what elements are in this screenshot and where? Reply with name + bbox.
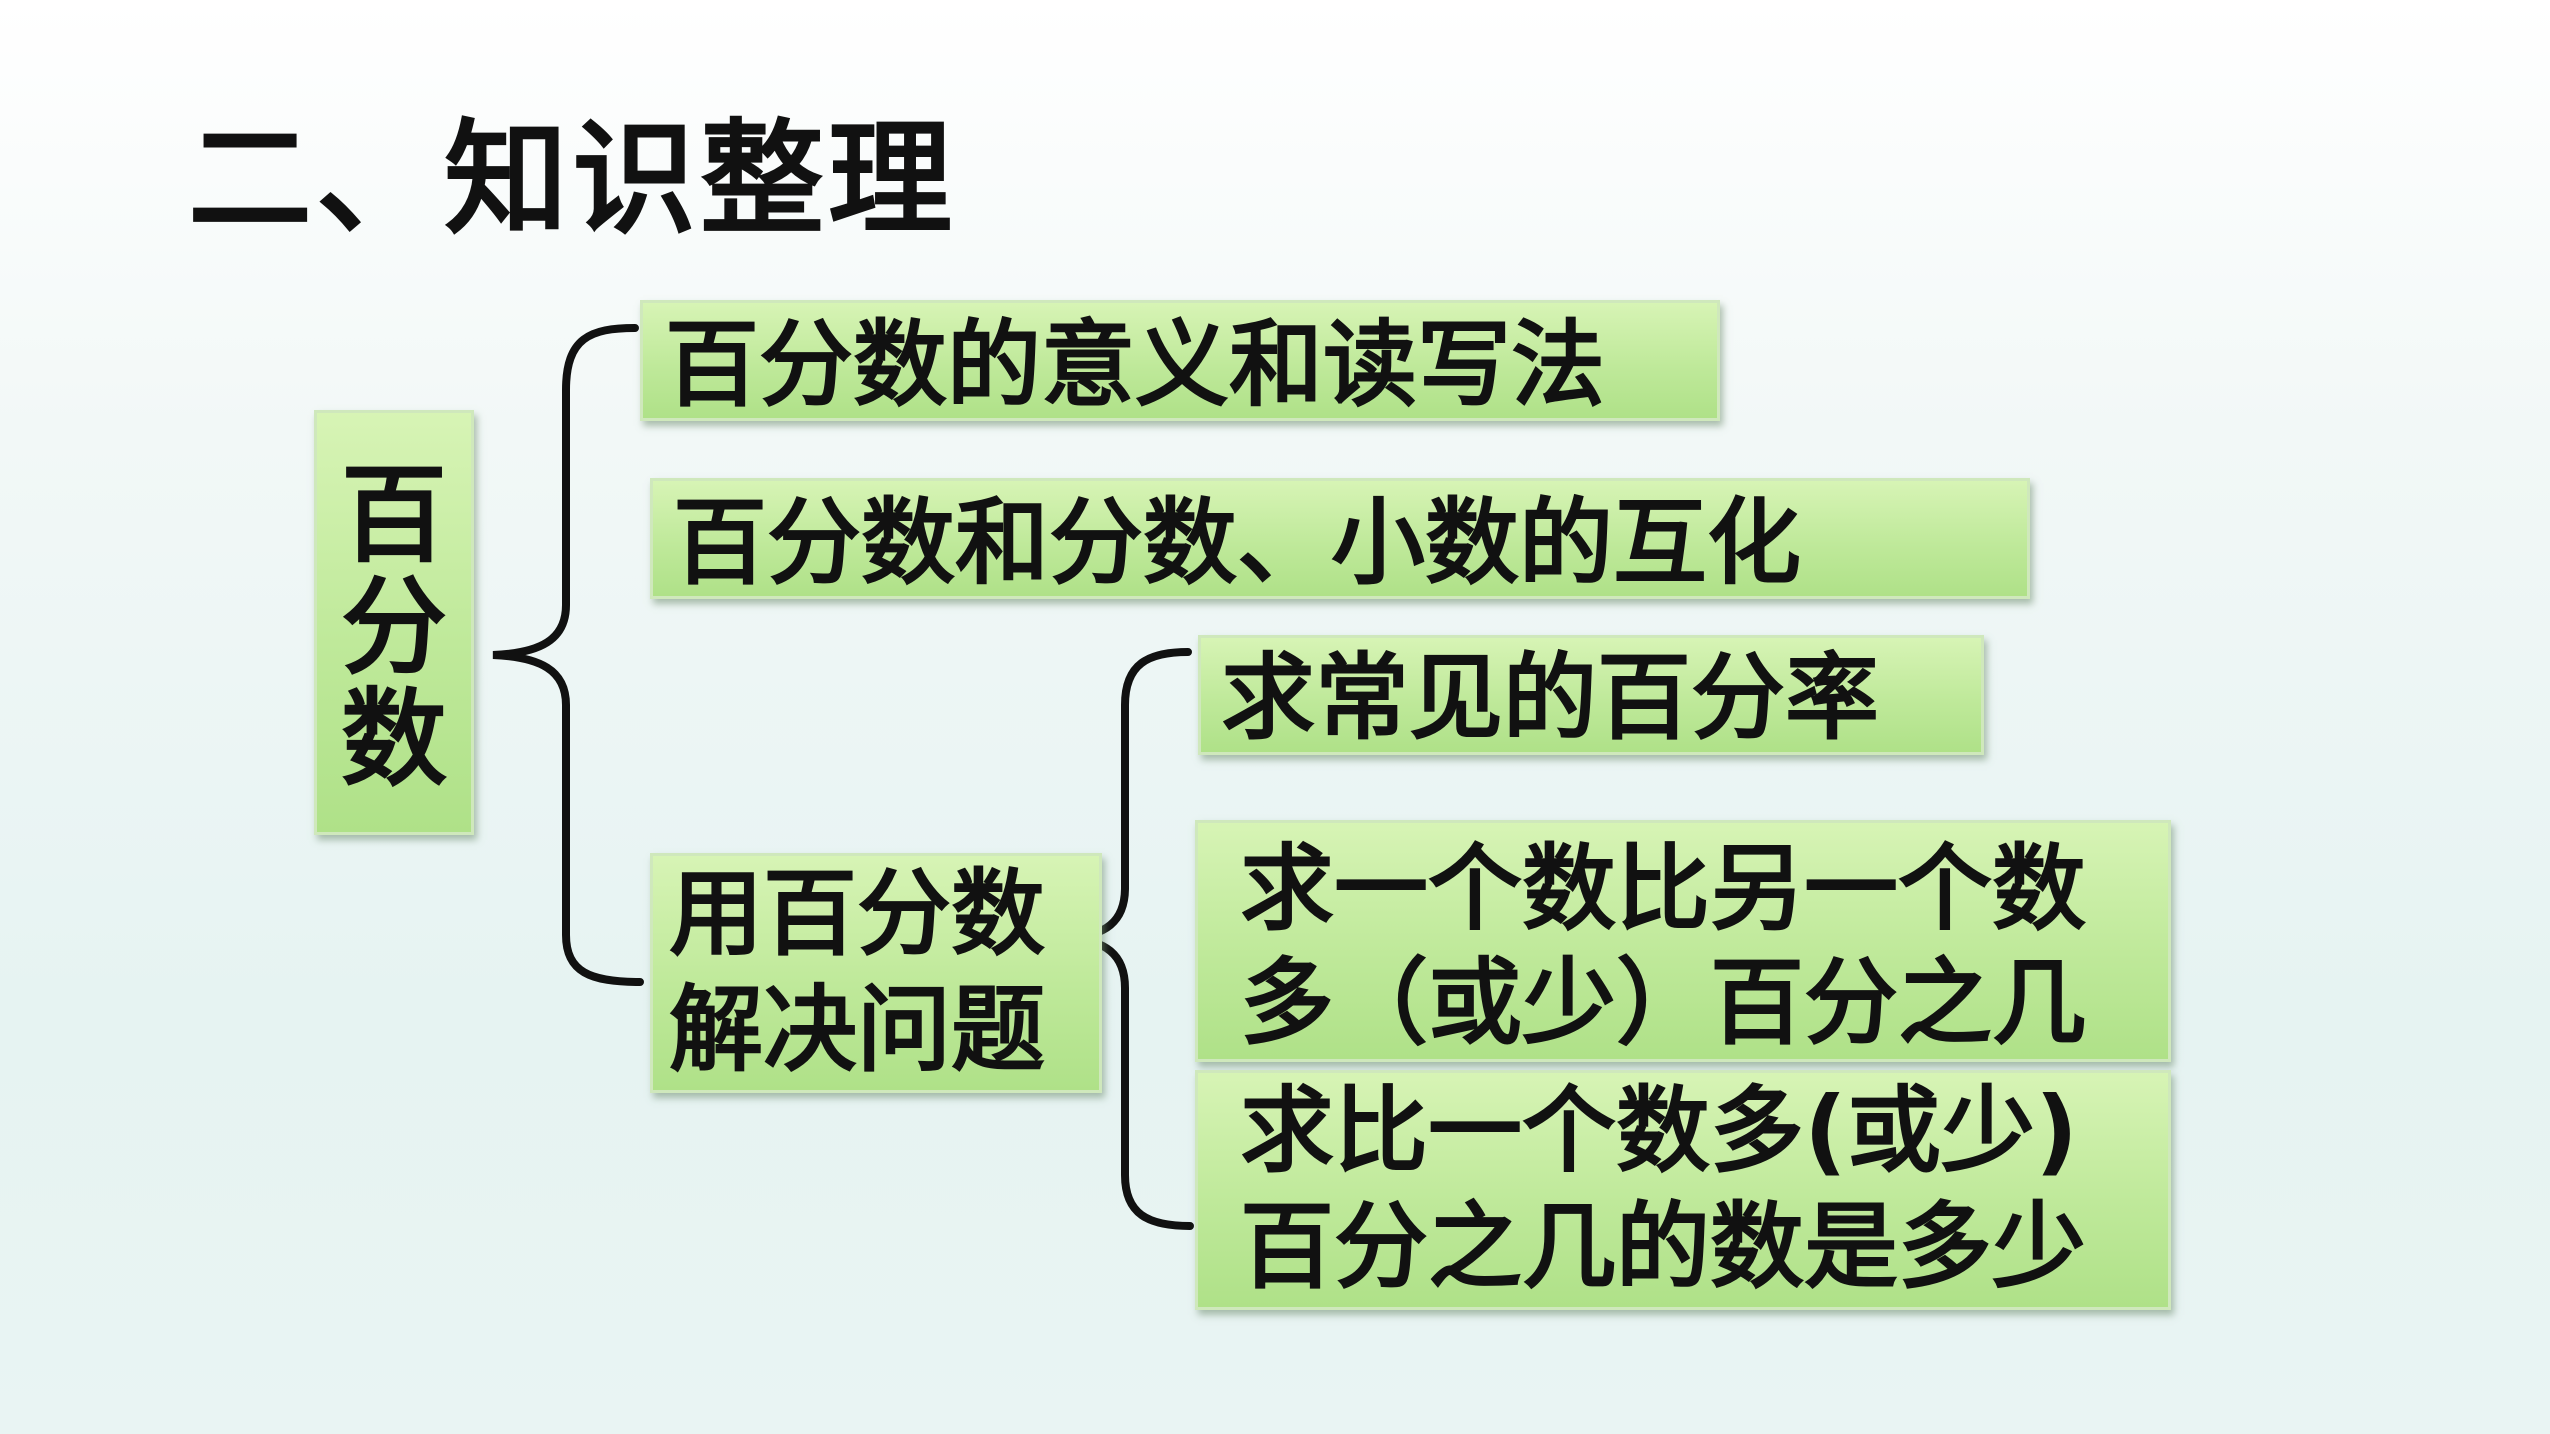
root-char: 百: [341, 454, 447, 577]
root-char: 分: [341, 566, 447, 689]
node-conversion: 百分数和分数、小数的互化: [650, 478, 2030, 599]
main-brace: [492, 324, 644, 986]
node-solve-problems: 用百分数 解决问题: [650, 853, 1102, 1093]
subnode-more-less-line-2: 多（或少）百分之几: [1240, 949, 2087, 1058]
subnode-number-line-2: 百分之几的数是多少: [1240, 1193, 2087, 1302]
node-solve-line-2: 解决问题: [669, 976, 1046, 1085]
node-solve-line-1: 用百分数: [669, 860, 1046, 969]
node-meaning: 百分数的意义和读写法: [640, 300, 1720, 421]
root-char: 数: [341, 678, 447, 801]
subnode-more-less: 求一个数比另一个数 多（或少）百分之几: [1195, 820, 2171, 1062]
subnode-rate: 求常见的百分率: [1198, 635, 1984, 755]
page-title: 二、知识整理: [188, 108, 957, 252]
node-meaning-label: 百分数的意义和读写法: [665, 311, 1606, 420]
node-conversion-label: 百分数和分数、小数的互化: [673, 489, 1802, 598]
subnode-rate-label: 求常见的百分率: [1221, 644, 1880, 753]
root-node-percent: 百 分 数: [314, 410, 474, 835]
subnode-more-less-line-1: 求一个数比另一个数: [1240, 835, 2087, 944]
subnode-number-line-1: 求比一个数多(或少): [1240, 1077, 2078, 1186]
subnode-number: 求比一个数多(或少) 百分之几的数是多少: [1195, 1070, 2171, 1310]
